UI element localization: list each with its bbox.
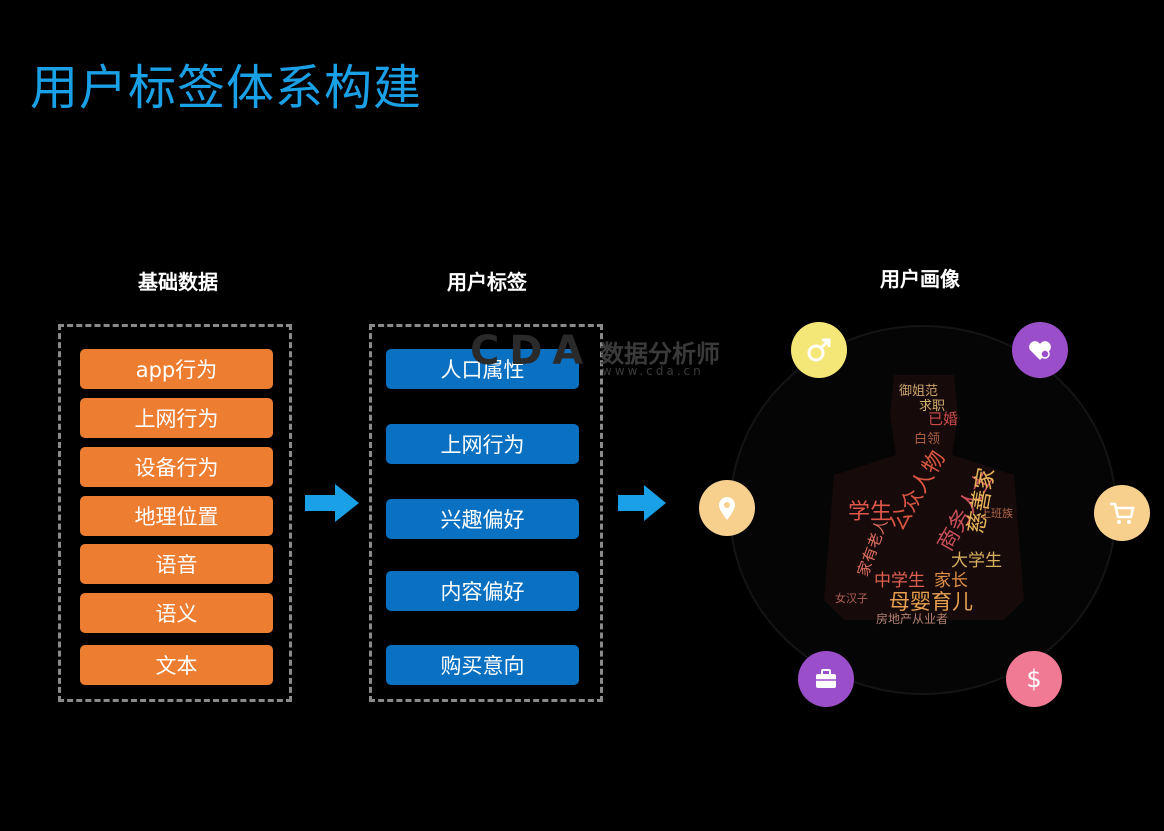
basic-item-web[interactable]: 上网行为 [80, 398, 273, 438]
word-cloud-term: 女汉子 [835, 592, 868, 605]
portrait-ring [729, 325, 1117, 695]
tag-item-demographics[interactable]: 人口属性 [386, 349, 579, 389]
word-cloud-term: 中学生 [874, 571, 925, 591]
word-cloud-term: 母婴育儿 [889, 590, 973, 614]
basic-item-voice[interactable]: 语音 [80, 544, 273, 584]
basic-item-app[interactable]: app行为 [80, 349, 273, 389]
location-icon[interactable] [699, 480, 755, 536]
watermark-url: www.cda.cn [602, 364, 704, 378]
arrow-right-icon [618, 485, 666, 521]
word-cloud-term: 御姐范 [899, 384, 939, 399]
gender-icon[interactable] [791, 322, 847, 378]
basic-item-location[interactable]: 地理位置 [80, 496, 273, 536]
basic-data-heading: 基础数据 [138, 270, 218, 294]
word-cloud-term: 学生 [848, 500, 893, 525]
cart-icon[interactable] [1094, 485, 1150, 541]
tag-item-purchase-intent[interactable]: 购买意向 [386, 645, 579, 685]
word-cloud-term: 求职 [919, 399, 946, 414]
word-cloud-term: 上班族 [980, 507, 1013, 520]
basic-item-text[interactable]: 文本 [80, 645, 273, 685]
word-cloud-term: 已婚 [928, 410, 959, 428]
svg-text:$: $ [1026, 665, 1041, 693]
basic-data-panel [58, 324, 292, 702]
user-portrait-heading: 用户画像 [880, 267, 960, 291]
user-tags-heading: 用户标签 [447, 270, 527, 294]
word-cloud-term: 白领 [914, 432, 941, 447]
word-cloud-term: 房地产从业者 [876, 612, 949, 626]
arrow-right-icon [305, 484, 359, 522]
user-tags-panel [369, 324, 603, 702]
page-title: 用户标签体系构建 [30, 60, 423, 116]
word-cloud-term: 家长 [934, 571, 968, 591]
heart-icon[interactable] [1012, 322, 1068, 378]
watermark-text: 数据分析师 [600, 340, 720, 368]
basic-item-device[interactable]: 设备行为 [80, 447, 273, 487]
person-silhouette [824, 375, 1024, 620]
tag-item-content-pref[interactable]: 内容偏好 [386, 571, 579, 611]
dollar-icon[interactable]: $ [1006, 651, 1062, 707]
tag-item-web-behavior[interactable]: 上网行为 [386, 424, 579, 464]
basic-item-semantic[interactable]: 语义 [80, 593, 273, 633]
tag-item-interest[interactable]: 兴趣偏好 [386, 499, 579, 539]
briefcase-icon[interactable] [798, 651, 854, 707]
word-cloud-term: 大学生 [951, 551, 1002, 571]
